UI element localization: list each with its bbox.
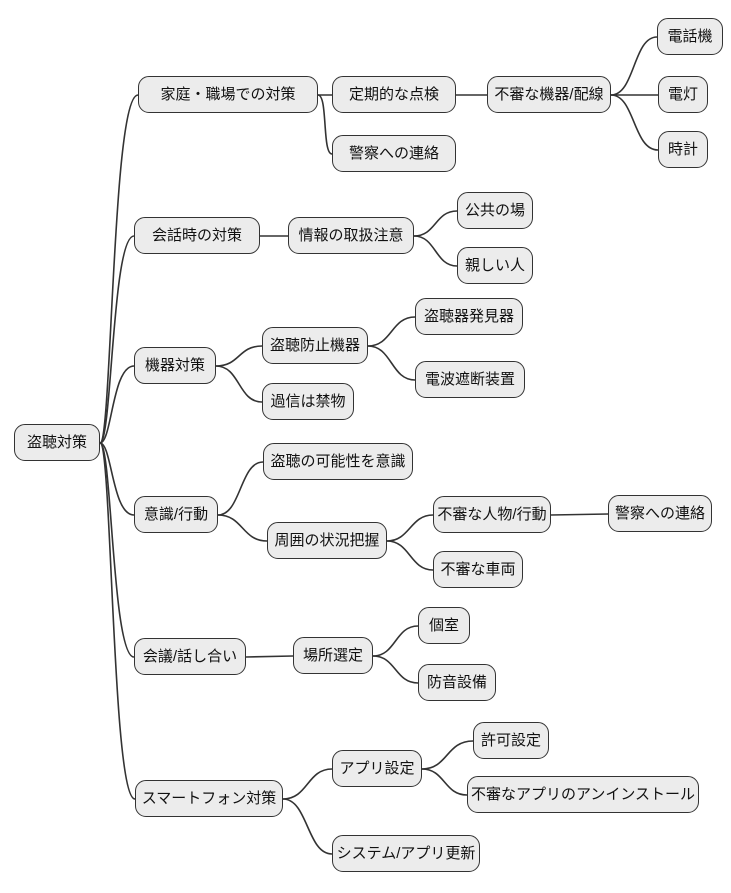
node-clock: 時計 — [658, 131, 708, 168]
node-radio-blocking-device: 電波遮断装置 — [415, 361, 525, 398]
node-electric-light: 電灯 — [658, 76, 708, 113]
node-private-room: 個室 — [418, 607, 470, 644]
edge-home-police — [317, 94, 333, 155]
edge-info-handling-public — [413, 210, 458, 237]
node-awareness-of-wiretap-possibility: 盗聴の可能性を意識 — [263, 443, 413, 480]
edge-surroundings-suspicious-person — [386, 514, 434, 542]
edge-meeting-location — [245, 655, 294, 658]
node-contact-police-1: 警察への連絡 — [332, 135, 456, 172]
node-suspicious-equipment-wiring: 不審な機器/配線 — [487, 76, 611, 113]
node-location-selection: 場所選定 — [293, 637, 373, 674]
edge-root-smartphone — [99, 442, 136, 800]
edge-anti-wiretap-blocker — [367, 345, 416, 381]
edge-suspicious-equipment-clock — [610, 94, 659, 151]
node-anti-wiretap-devices: 盗聴防止機器 — [262, 327, 368, 364]
node-grasp-surroundings: 周囲の状況把握 — [267, 522, 387, 559]
edge-app-settings-permission — [421, 740, 474, 770]
edge-info-handling-close-people — [413, 235, 458, 267]
node-permission-settings: 許可設定 — [473, 722, 549, 759]
node-suspicious-person-behavior: 不審な人物/行動 — [433, 496, 551, 533]
node-equipment-countermeasures: 機器対策 — [134, 347, 216, 384]
node-conversation-countermeasures: 会話時の対策 — [134, 217, 260, 254]
edge-suspicious-person-police — [550, 513, 609, 516]
node-uninstall-suspicious-apps: 不審なアプリのアンインストール — [467, 776, 699, 813]
node-contact-police-2: 警察への連絡 — [608, 495, 712, 532]
node-overtrust-warning: 過信は禁物 — [262, 383, 354, 420]
edge-root-home-workplace — [99, 94, 139, 444]
edge-location-private-room — [372, 625, 419, 657]
edge-equipment-overtrust — [215, 365, 263, 403]
edge-smartphone-system-update — [282, 798, 333, 855]
node-close-people: 親しい人 — [457, 247, 533, 284]
node-public-places: 公共の場 — [457, 192, 533, 229]
node-meetings-discussions: 会議/話し合い — [134, 638, 246, 675]
edge-anti-wiretap-detector — [367, 316, 416, 347]
edge-awareness-possibility — [217, 461, 264, 516]
node-telephone: 電話機 — [657, 18, 723, 55]
edge-app-settings-uninstall — [421, 768, 468, 796]
node-soundproof-facilities: 防音設備 — [418, 664, 496, 701]
edge-equipment-anti-wiretap — [215, 345, 263, 367]
node-app-settings: アプリ設定 — [332, 750, 422, 787]
node-root-wiretap-countermeasures: 盗聴対策 — [14, 424, 100, 461]
node-info-handling-caution: 情報の取扱注意 — [288, 217, 414, 254]
node-suspicious-vehicle: 不審な車両 — [433, 551, 523, 588]
edge-root-meeting — [99, 442, 135, 658]
node-wiretap-detector: 盗聴器発見器 — [415, 298, 523, 335]
edge-root-awareness — [99, 442, 135, 516]
node-awareness-behavior: 意識/行動 — [134, 496, 218, 533]
edge-surroundings-suspicious-vehicle — [386, 540, 434, 571]
edge-smartphone-app-settings — [282, 768, 333, 800]
node-home-workplace-countermeasures: 家庭・職場での対策 — [138, 76, 318, 113]
node-smartphone-countermeasures: スマートフォン対策 — [135, 780, 283, 817]
edge-root-equipment — [99, 365, 135, 444]
edge-root-conversation — [99, 235, 135, 444]
node-periodic-inspection: 定期的な点検 — [332, 76, 456, 113]
edge-location-soundproof — [372, 655, 419, 684]
edge-awareness-surroundings — [217, 514, 268, 542]
edge-suspicious-equipment-phone — [610, 36, 658, 96]
node-system-app-update: システム/アプリ更新 — [332, 835, 480, 872]
